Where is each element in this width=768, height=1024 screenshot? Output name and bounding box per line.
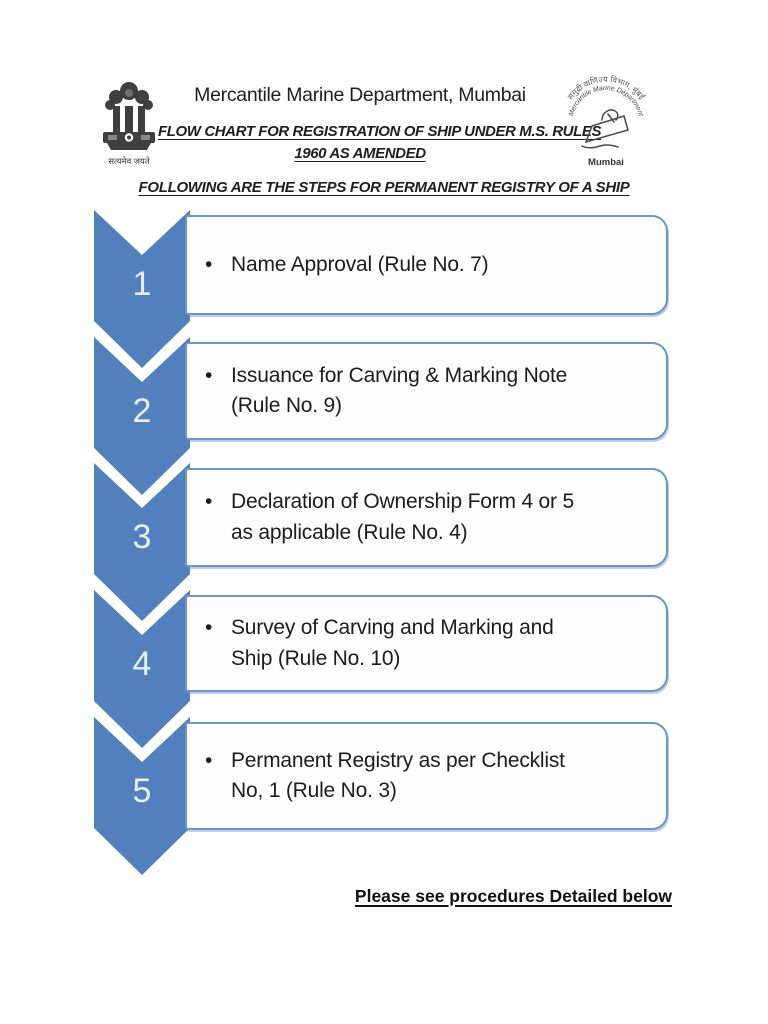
step-1-text: Name Approval (Rule No. 7) (231, 252, 489, 276)
step-2-chevron-icon: 2 (94, 337, 190, 495)
step-3-chevron-icon: 3 (94, 463, 190, 621)
footer-note: Please see procedures Detailed below (354, 886, 672, 906)
step-3-box: • Declaration of Ownership Form 4 or 5 a… (185, 468, 668, 567)
step-4-chevron-icon: 4 (94, 590, 190, 748)
step-5-box: • Permanent Registry as per Checklist No… (185, 722, 668, 830)
step-5-chevron-icon: 5 (94, 717, 190, 875)
step-4-text: Survey of Carving and Marking and Ship (… (231, 616, 554, 670)
step-1-number: 1 (133, 265, 152, 303)
ashoka-emblem-icon: सत्यमेव जयते (103, 82, 155, 166)
step-2-text: Issuance for Carving & Marking Note (Rul… (231, 363, 568, 418)
step-2-box: • Issuance for Carving & Marking Note (R… (185, 342, 668, 440)
step-4-number: 4 (133, 645, 152, 683)
flow-chart-title-line2: 1960 AS AMENDED (294, 145, 426, 162)
department-title: Mercantile Marine Department, Mumbai (194, 84, 526, 106)
header: Mercantile Marine Department, Mumbai FLO… (158, 84, 602, 162)
flow-chart-title-line1: FLOW CHART FOR REGISTRATION OF SHIP UNDE… (158, 123, 602, 140)
seal-city-label: Mumbai (588, 157, 624, 168)
seal-ship-sketch (581, 109, 629, 149)
step-1-chevron-icon: 1 (94, 210, 190, 368)
step-4-box: • Survey of Carving and Marking and Ship… (185, 595, 668, 692)
steps-heading: FOLLOWING ARE THE STEPS FOR PERMANENT RE… (138, 179, 630, 196)
department-seal-icon: समुद्री वाणिज्य विभाग, मुंबई Mercantile … (566, 74, 648, 168)
step-5-text: Permanent Registry as per Checklist No, … (231, 748, 565, 803)
bullet-icon: • (205, 252, 213, 276)
bullet-icon: • (205, 490, 213, 513)
step-5-number: 5 (133, 772, 152, 810)
emblem-motto: सत्यमेव जयते (108, 156, 150, 166)
bullet-icon: • (205, 748, 213, 772)
bullet-icon: • (205, 616, 213, 639)
step-3-number: 3 (133, 518, 152, 556)
step-1-box: • Name Approval (Rule No. 7) (185, 215, 668, 315)
step-3-text: Declaration of Ownership Form 4 or 5 as … (231, 490, 574, 544)
bullet-icon: • (205, 363, 213, 387)
step-2-number: 2 (133, 392, 152, 430)
